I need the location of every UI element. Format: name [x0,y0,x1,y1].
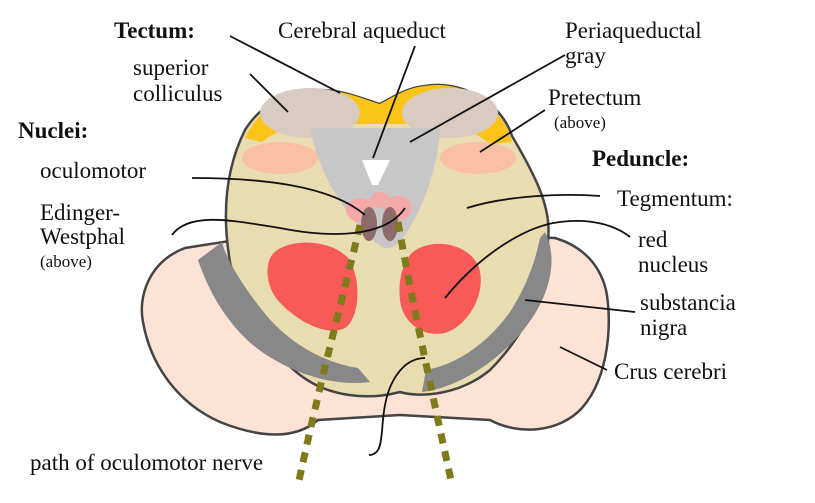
superior-colliculus-left [260,88,360,138]
label-periaqueductal-2: gray [565,43,606,68]
label-edinger-2: Westphal [40,224,125,249]
edinger-westphal-left [361,207,377,241]
pretectum-right [440,142,516,174]
periaqueductal-gray [310,128,440,249]
pretectum-left [242,142,318,174]
substantia-nigra-left [198,242,370,383]
label-crus-cerebri: Crus cerebri [614,359,727,384]
label-red-nucleus-2: nucleus [638,252,708,277]
oculomotor-nerve-path-left [294,224,364,486]
leader-lines [171,35,636,456]
label-oculomotor: oculomotor [40,158,146,183]
superior-colliculus-right [402,88,498,138]
oculomotor-nucleus-center [370,192,390,208]
oculomotor-nerve-path-right [394,221,456,486]
label-cerebral-aqueduct: Cerebral aqueduct [278,18,447,43]
cerebral-aqueduct [362,160,390,185]
label-tegmentum: Tegmentum: [617,186,733,211]
red-nucleus-left [267,242,358,331]
label-superior-colliculus-2: colliculus [133,81,222,106]
label-edinger-note: (above) [40,252,92,271]
label-edinger-1: Edinger- [40,200,120,225]
red-nucleus-right [399,243,481,334]
label-pretectum-note: (above) [554,113,606,132]
label-superior-colliculus-1: superior [133,55,209,80]
label-tectum: Tectum: [114,18,195,43]
label-periaqueductal-1: Periaqueductal [565,18,702,43]
label-substantia-1: substancia [640,290,736,315]
label-substantia-2: nigra [640,315,687,340]
edinger-westphal-right [382,207,398,241]
label-peduncle: Peduncle: [592,146,689,171]
label-nuclei: Nuclei: [18,118,88,143]
label-pretectum: Pretectum [548,85,641,110]
label-nerve-path: path of oculomotor nerve [30,450,263,475]
label-red-nucleus-1: red [638,227,668,252]
substantia-nigra-right [422,232,552,392]
